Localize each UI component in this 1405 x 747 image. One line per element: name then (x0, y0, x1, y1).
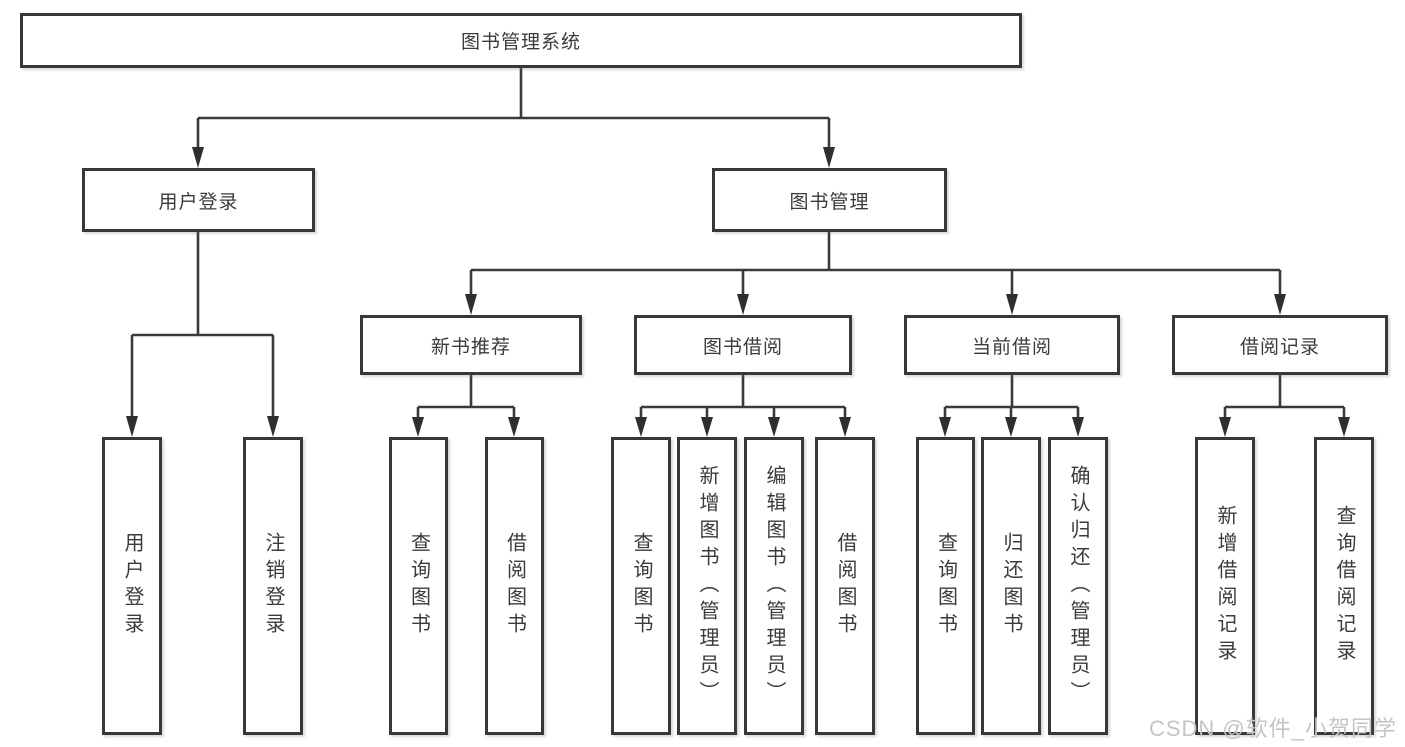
leaf-edit-book-admin: 编辑图书（管理员） (744, 437, 804, 735)
leaf-user-login-label: 用户登录 (121, 532, 143, 640)
leaf-return-books-label: 归还图书 (1000, 532, 1022, 640)
node-current-borrowing: 当前借阅 (904, 315, 1120, 375)
leaf-add-book-admin-label: 新增图书（管理员） (696, 464, 718, 708)
leaf-query-books-recommend: 查询图书 (389, 437, 448, 735)
leaf-query-borrow-record-label: 查询借阅记录 (1333, 505, 1355, 667)
leaf-confirm-return-admin: 确认归还（管理员） (1048, 437, 1108, 735)
node-library-management-system: 图书管理系统 (20, 13, 1022, 68)
leaf-logout-label: 注销登录 (262, 532, 284, 640)
leaf-query-books-current-label: 查询图书 (934, 532, 957, 640)
leaf-borrow-books-recommend: 借阅图书 (485, 437, 544, 735)
leaf-add-borrow-record: 新增借阅记录 (1195, 437, 1255, 735)
leaf-query-books-current: 查询图书 (916, 437, 975, 735)
node-book-management: 图书管理 (712, 168, 947, 232)
leaf-query-books-borrowing-label: 查询图书 (630, 532, 652, 640)
leaf-borrow-books-recommend-label: 借阅图书 (503, 532, 526, 640)
leaf-confirm-return-admin-label: 确认归还（管理员） (1067, 464, 1089, 708)
leaf-user-login: 用户登录 (102, 437, 162, 735)
node-borrowing-records: 借阅记录 (1172, 315, 1388, 375)
node-user-login: 用户登录 (82, 168, 315, 232)
leaf-add-book-admin: 新增图书（管理员） (677, 437, 737, 735)
leaf-borrow-books-borrowing: 借阅图书 (815, 437, 875, 735)
leaf-query-books-recommend-label: 查询图书 (407, 532, 430, 640)
node-new-book-recommend: 新书推荐 (360, 315, 582, 375)
leaf-add-borrow-record-label: 新增借阅记录 (1214, 505, 1236, 667)
node-book-borrowing: 图书借阅 (634, 315, 852, 375)
csdn-watermark: CSDN @软件_小贺同学 (1148, 716, 1397, 741)
leaf-return-books: 归还图书 (981, 437, 1041, 735)
leaf-borrow-books-borrowing-label: 借阅图书 (834, 532, 856, 640)
leaf-query-books-borrowing: 查询图书 (611, 437, 671, 735)
leaf-logout: 注销登录 (243, 437, 303, 735)
leaf-edit-book-admin-label: 编辑图书（管理员） (763, 464, 785, 708)
leaf-query-borrow-record: 查询借阅记录 (1314, 437, 1374, 735)
